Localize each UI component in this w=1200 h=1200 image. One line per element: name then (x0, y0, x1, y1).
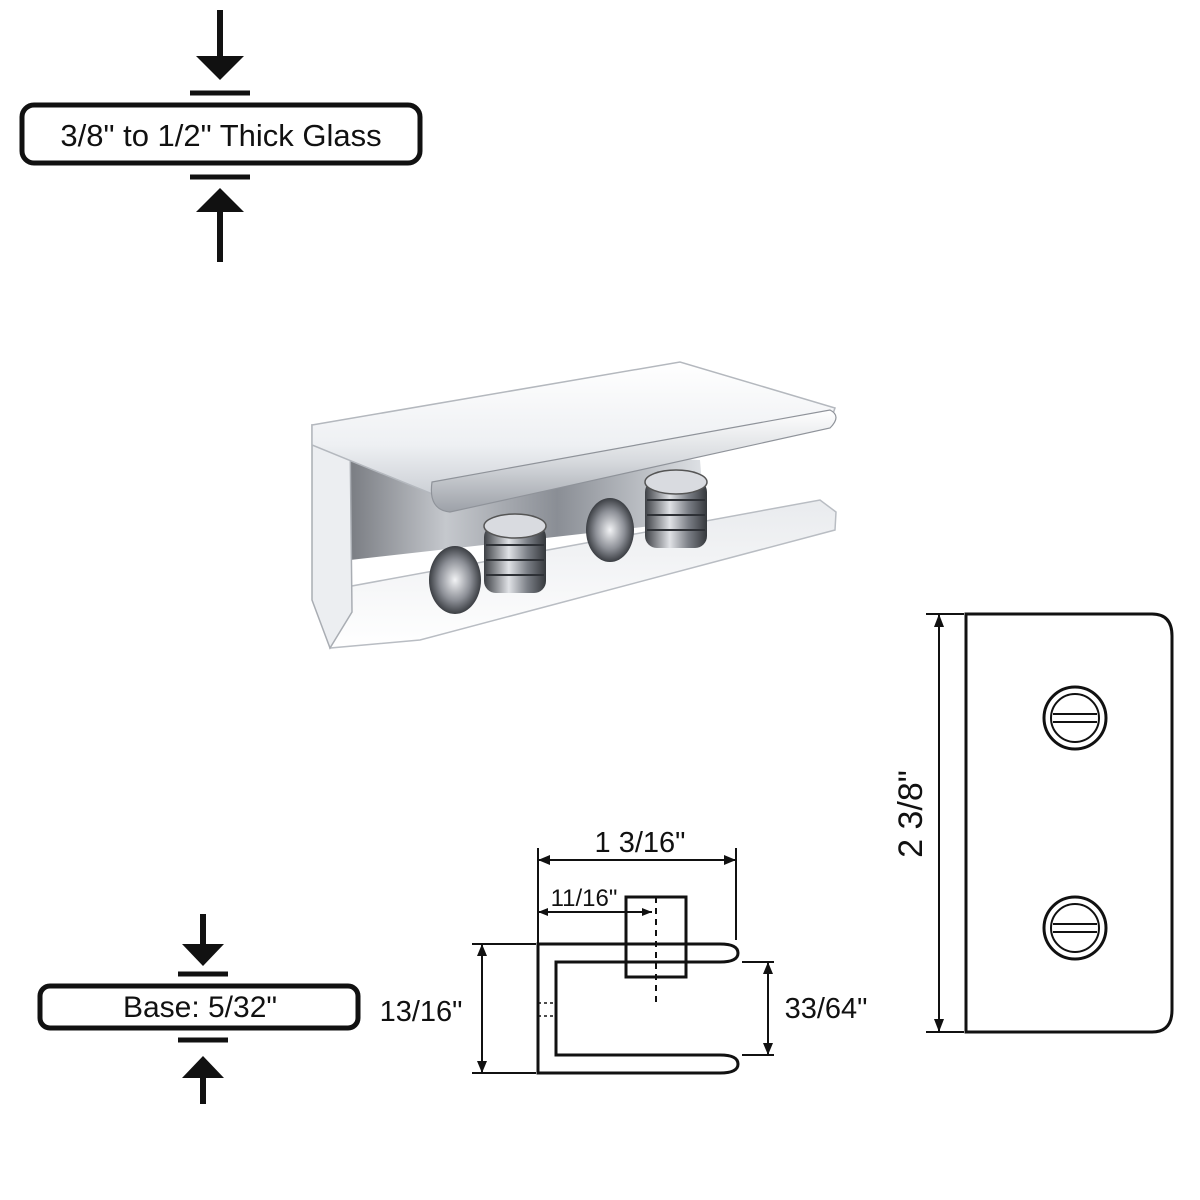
overall-height-label: 13/16" (380, 996, 463, 1028)
glass-thickness-callout: 3/8" to 1/2" Thick Glass (19, 10, 423, 262)
top-view-drawing: 2 3/8" (892, 612, 1174, 1034)
screw-head-icon (1042, 895, 1108, 961)
arrow-up-icon (196, 188, 244, 212)
screw-head-icon (1042, 685, 1108, 751)
arrow-down-icon (196, 56, 244, 80)
base-thickness-callout: Base: 5/32" (37, 914, 361, 1104)
base-label-box (37, 983, 361, 1031)
set-screw-icon (483, 513, 547, 593)
mounting-hole-icon (429, 546, 481, 614)
arrow-down-icon (182, 944, 224, 966)
mounting-hole-icon (586, 498, 634, 562)
glass-thickness-label: 3/8" to 1/2" Thick Glass (60, 118, 381, 153)
slot-offset-label: 11/16" (551, 885, 618, 912)
glass-label-box (19, 102, 423, 166)
overall-width-label: 1 3/16" (595, 827, 686, 859)
plate-length-label: 2 3/8" (892, 770, 930, 858)
clamp-product-image (311, 361, 837, 650)
side-view-drawing: 1 3/16" 11/16" 13/16" 33/64" (380, 827, 868, 1075)
set-screw-icon (644, 469, 708, 548)
opening-height-label: 33/64" (785, 993, 868, 1025)
clamp-front-lip (430, 409, 837, 513)
base-thickness-label: Base: 5/32" (123, 991, 277, 1024)
arrow-up-icon (182, 1056, 224, 1078)
